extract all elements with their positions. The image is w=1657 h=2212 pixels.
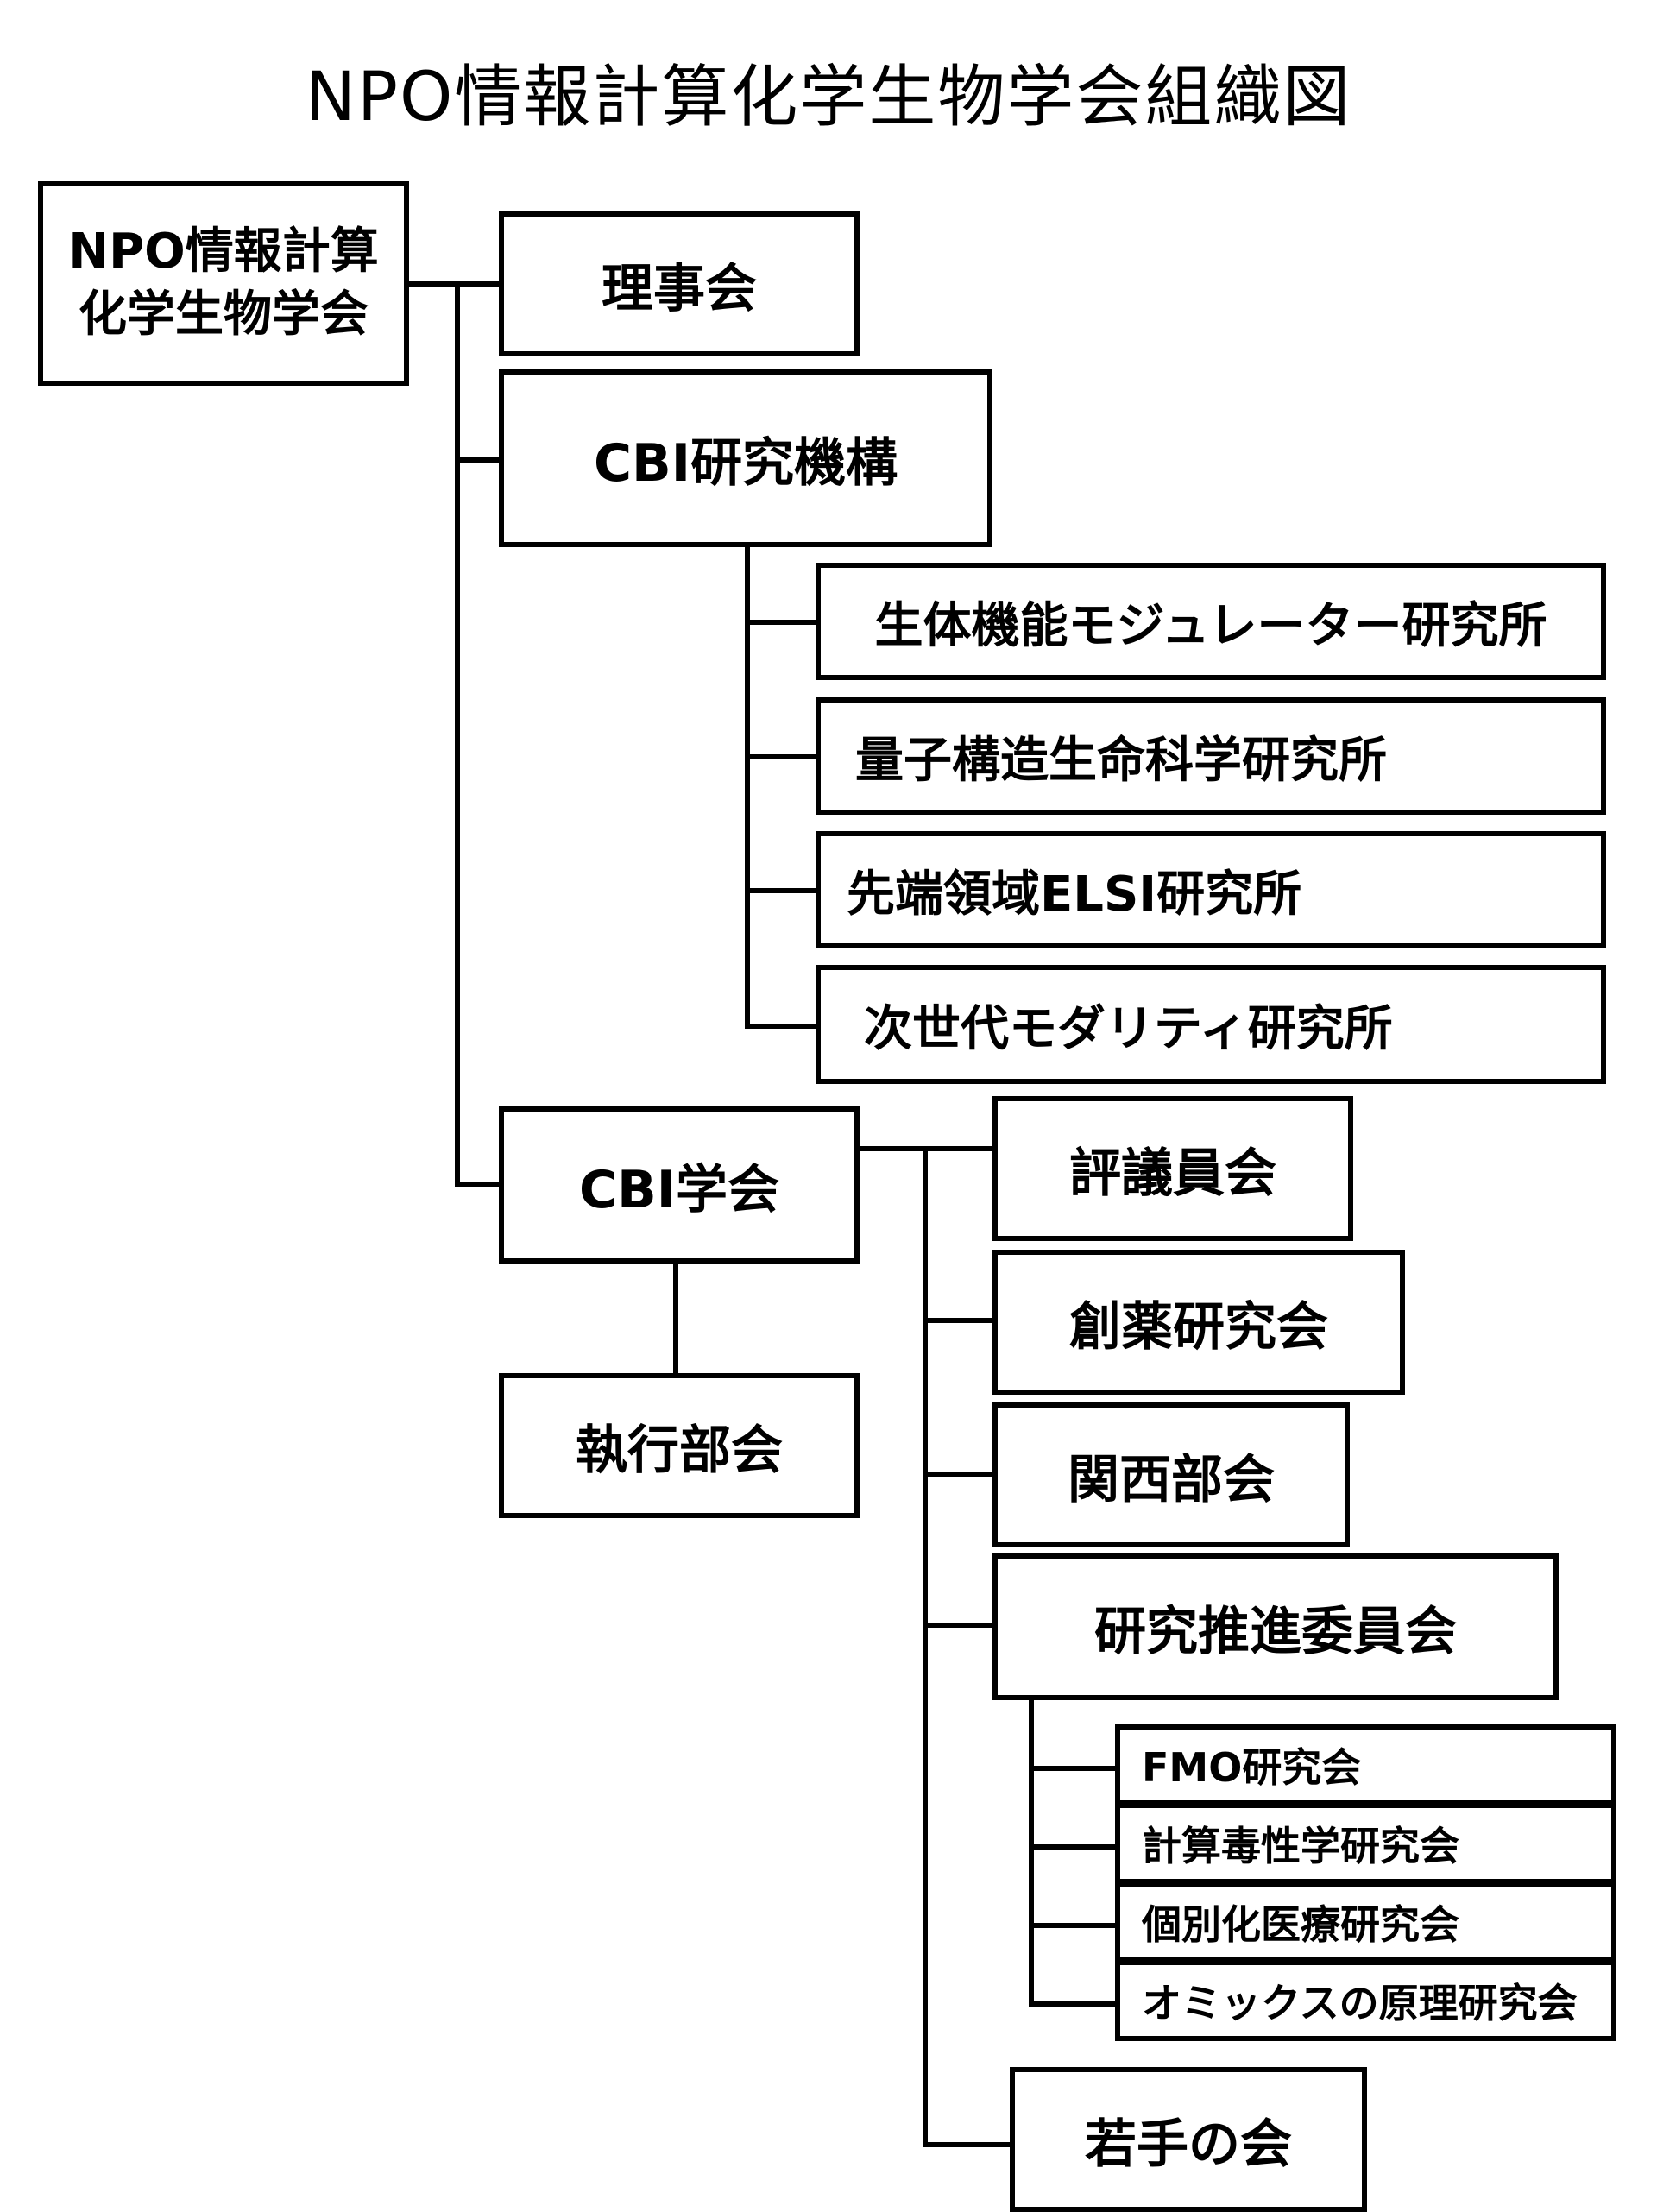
node-cbi-institute-label: CBI研究機構 [593, 432, 898, 494]
diagram-title: NPO情報計算化学生物学会組織図 [305, 59, 1352, 136]
connector-study-groups-vertical [1029, 1696, 1034, 2007]
connector-kansai [923, 1472, 997, 1477]
node-lab-elsi-label: 先端領域ELSI研究所 [847, 866, 1302, 923]
connector-board [455, 281, 503, 287]
connector-lab-quantum [745, 754, 818, 759]
node-drug-discovery: 創薬研究会 [992, 1250, 1405, 1395]
connector-fmo [1029, 1766, 1119, 1771]
node-executive: 執行部会 [499, 1373, 860, 1518]
connector-toxicology [1029, 1844, 1119, 1850]
node-kansai-label: 関西部会 [1068, 1449, 1275, 1510]
connector-cbi-institute [455, 457, 503, 463]
connector-lab-bio [745, 620, 818, 625]
node-lab-modality: 次世代モダリティ研究所 [816, 965, 1606, 1084]
connector-drug-discovery [923, 1318, 997, 1323]
node-omics: オミックスの原理研究会 [1115, 1960, 1616, 2041]
node-board-label: 理事会 [602, 258, 757, 319]
node-board: 理事会 [499, 211, 860, 356]
node-personalized: 個別化医療研究会 [1115, 1881, 1616, 1963]
node-fmo: FMO研究会 [1115, 1724, 1616, 1806]
connector-research-promotion [923, 1623, 997, 1628]
node-cbi-society-label: CBI学会 [578, 1159, 780, 1220]
connector-young [923, 2142, 1014, 2147]
node-lab-quantum-label: 量子構造生命科学研究所 [855, 732, 1387, 789]
node-toxicology-label: 計算毒性学研究会 [1142, 1823, 1459, 1869]
node-lab-bio-label: 生体機能モジュレーター研究所 [874, 597, 1547, 654]
node-lab-elsi: 先端領域ELSI研究所 [816, 831, 1606, 948]
node-young: 若手の会 [1010, 2067, 1367, 2212]
node-fmo-label: FMO研究会 [1142, 1744, 1362, 1791]
node-research-promotion-label: 研究推進委員会 [1094, 1601, 1457, 1662]
connector-root [406, 281, 457, 287]
connector-society-vertical [923, 1146, 928, 2147]
node-executive-label: 執行部会 [576, 1420, 783, 1481]
node-research-promotion: 研究推進委員会 [992, 1553, 1559, 1700]
node-drug-discovery-label: 創薬研究会 [1069, 1296, 1328, 1358]
connector-cbi-society [455, 1182, 503, 1187]
node-cbi-society: CBI学会 [499, 1106, 860, 1264]
node-kansai: 関西部会 [992, 1402, 1350, 1547]
connector-executive [673, 1259, 678, 1376]
node-lab-modality-label: 次世代モダリティ研究所 [864, 1000, 1393, 1057]
node-lab-quantum: 量子構造生命科学研究所 [816, 697, 1606, 815]
node-young-label: 若手の会 [1085, 2114, 1292, 2175]
connector-labs-vertical [745, 544, 750, 1029]
connector-lab-modality [745, 1024, 818, 1029]
node-root-label: NPO情報計算 化学生物学会 [68, 223, 379, 343]
connector-omics [1029, 2001, 1119, 2007]
node-toxicology: 計算毒性学研究会 [1115, 1803, 1616, 1884]
node-lab-bio: 生体機能モジュレーター研究所 [816, 563, 1606, 680]
node-cbi-institute: CBI研究機構 [499, 369, 992, 547]
node-councilors-label: 評議員会 [1069, 1143, 1276, 1204]
node-root: NPO情報計算 化学生物学会 [38, 181, 409, 386]
connector-personalized [1029, 1923, 1119, 1928]
connector-main-vertical [455, 281, 460, 1187]
connector-lab-elsi [745, 888, 818, 893]
node-councilors: 評議員会 [992, 1096, 1353, 1241]
node-omics-label: オミックスの原理研究会 [1142, 1980, 1578, 2026]
node-personalized-label: 個別化医療研究会 [1142, 1901, 1459, 1948]
